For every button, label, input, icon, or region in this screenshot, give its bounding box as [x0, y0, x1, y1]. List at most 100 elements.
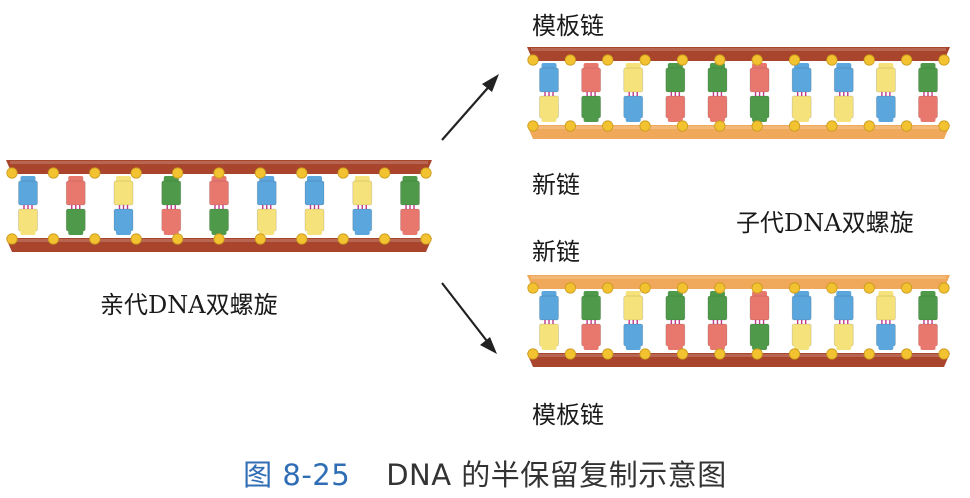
bottom-daughter-base-bottom — [791, 323, 812, 347]
parent-base-top — [402, 176, 418, 182]
top-daughter-base-top — [667, 63, 683, 69]
parent-base-bottom — [256, 208, 277, 232]
bottom-daughter-phosphate-bottom — [751, 348, 763, 360]
bottom-daughter-base-top — [707, 295, 728, 321]
parent-phosphate-top — [6, 167, 18, 179]
bottom-daughter-base-top — [665, 295, 686, 321]
parent-phosphate-top — [420, 167, 432, 179]
bottom-daughter-base-bottom — [707, 323, 728, 347]
parent-base-bottom — [20, 229, 36, 235]
top-daughter-base-top — [623, 67, 644, 93]
top-daughter-base-top — [878, 63, 894, 69]
bottom-daughter-bottom-strand — [527, 353, 950, 367]
parent-base-top — [211, 176, 227, 182]
parent-base-top — [307, 176, 322, 182]
bottom-daughter-base-top — [541, 291, 557, 297]
top-daughter-base-bottom — [707, 95, 728, 119]
bottom-daughter-base-top — [667, 291, 683, 297]
parent-base-top — [68, 176, 84, 182]
bottom-daughter-phosphate-bottom — [527, 348, 539, 360]
parent-base-bottom — [116, 229, 131, 235]
parent-phosphate-top — [89, 167, 101, 179]
bottom-daughter-base-top — [625, 291, 641, 297]
bottom-daughter-top-strand-highlight — [531, 276, 946, 279]
top-daughter-phosphate-bottom — [527, 120, 539, 132]
top-daughter-base-bottom — [833, 95, 854, 119]
top-daughter-base-top — [625, 63, 641, 69]
top-daughter-phosphate-top — [863, 54, 875, 66]
top-daughter-base-top — [791, 67, 812, 93]
top-daughter-base-top — [665, 67, 686, 93]
parent-base-bottom — [354, 229, 370, 235]
top-daughter-base-bottom — [665, 95, 686, 119]
top-daughter-base-bottom — [709, 116, 725, 122]
bottom-daughter-base-bottom — [833, 323, 854, 347]
top-daughter-phosphate-bottom — [639, 120, 651, 132]
parent-base-bottom — [163, 229, 179, 235]
bottom-daughter-base-bottom — [878, 344, 894, 350]
parent-phosphate-bottom — [378, 233, 391, 245]
bottom-daughter-base-bottom — [836, 344, 852, 350]
parent-dna-helix — [6, 160, 432, 252]
top-daughter-base-bottom — [667, 116, 683, 122]
bottom-daughter-base-top — [878, 291, 894, 297]
bottom-daughter-base-bottom — [920, 344, 936, 350]
bottom-daughter-phosphate-top — [714, 282, 726, 294]
arrow-to-bottom-daughter — [441, 282, 497, 354]
top-daughter-phosphate-top — [751, 54, 763, 66]
top-daughter-base-bottom — [920, 116, 936, 122]
bottom-daughter-phosphate-top — [527, 282, 539, 294]
bottom-daughter-phosphate-top — [826, 282, 838, 294]
top-daughter-base-top — [918, 67, 938, 93]
bottom-daughter-phosphate-top — [863, 282, 875, 294]
top-daughter-base-top — [920, 63, 936, 69]
bottom-daughter-phosphate-bottom — [863, 348, 875, 360]
top-daughter-base-top — [581, 67, 602, 93]
parent-bottom-strand — [6, 238, 432, 252]
parent-phosphate-top — [213, 167, 225, 179]
top-daughter-base-bottom — [752, 116, 768, 122]
top-daughter-base-bottom — [794, 116, 810, 122]
parent-phosphate-bottom — [6, 233, 18, 245]
bottom-daughter-phosphate-top — [938, 282, 950, 294]
bottom-daughter-phosphate-top — [639, 282, 651, 294]
parent-base-bottom — [400, 208, 420, 232]
top-daughter-phosphate-bottom — [863, 120, 875, 132]
parent-base-top — [256, 180, 277, 206]
parent-base-top — [304, 180, 325, 206]
parent-phosphate-top — [172, 167, 184, 179]
top-daughter-base-top — [541, 63, 557, 69]
top-daughter-base-bottom — [875, 95, 896, 119]
top-daughter-base-bottom — [541, 116, 557, 122]
top-daughter-phosphate-bottom — [901, 120, 913, 132]
bottom-daughter-bottom-strand-highlight — [531, 354, 946, 357]
bottom-daughter-phosphate-bottom — [714, 348, 726, 360]
top-new-strand-label: 新链 — [532, 171, 580, 199]
bottom-daughter-base-top — [539, 295, 559, 321]
bottom-daughter-base-top — [791, 295, 812, 321]
bottom-daughter-phosphate-top — [564, 282, 576, 294]
bottom-daughter-base-top — [749, 295, 770, 321]
parent-base-top — [116, 176, 131, 182]
bottom-daughter-base-bottom — [875, 323, 896, 347]
top-daughter-base-bottom — [918, 95, 938, 119]
bottom-daughter-base-bottom — [794, 344, 810, 350]
top-daughter-phosphate-bottom — [602, 120, 614, 132]
top-daughter-base-top — [583, 63, 599, 69]
top-daughter-phosphate-top — [527, 54, 539, 66]
top-daughter-phosphate-top — [676, 54, 689, 66]
parent-base-bottom — [259, 229, 275, 235]
top-daughter-phosphate-top — [901, 54, 913, 66]
top-daughter-base-bottom — [791, 95, 812, 119]
parent-base-bottom — [161, 208, 182, 232]
parent-base-bottom — [307, 229, 322, 235]
arrow-to-top-daughter — [441, 74, 499, 141]
parent-base-top — [209, 180, 229, 206]
top-daughter-base-top — [539, 67, 559, 93]
bottom-daughter-top-strand — [527, 275, 950, 289]
parent-top-strand-highlight — [10, 161, 428, 164]
top-daughter-phosphate-bottom — [564, 120, 576, 132]
bottom-daughter-phosphate-bottom — [602, 348, 614, 360]
